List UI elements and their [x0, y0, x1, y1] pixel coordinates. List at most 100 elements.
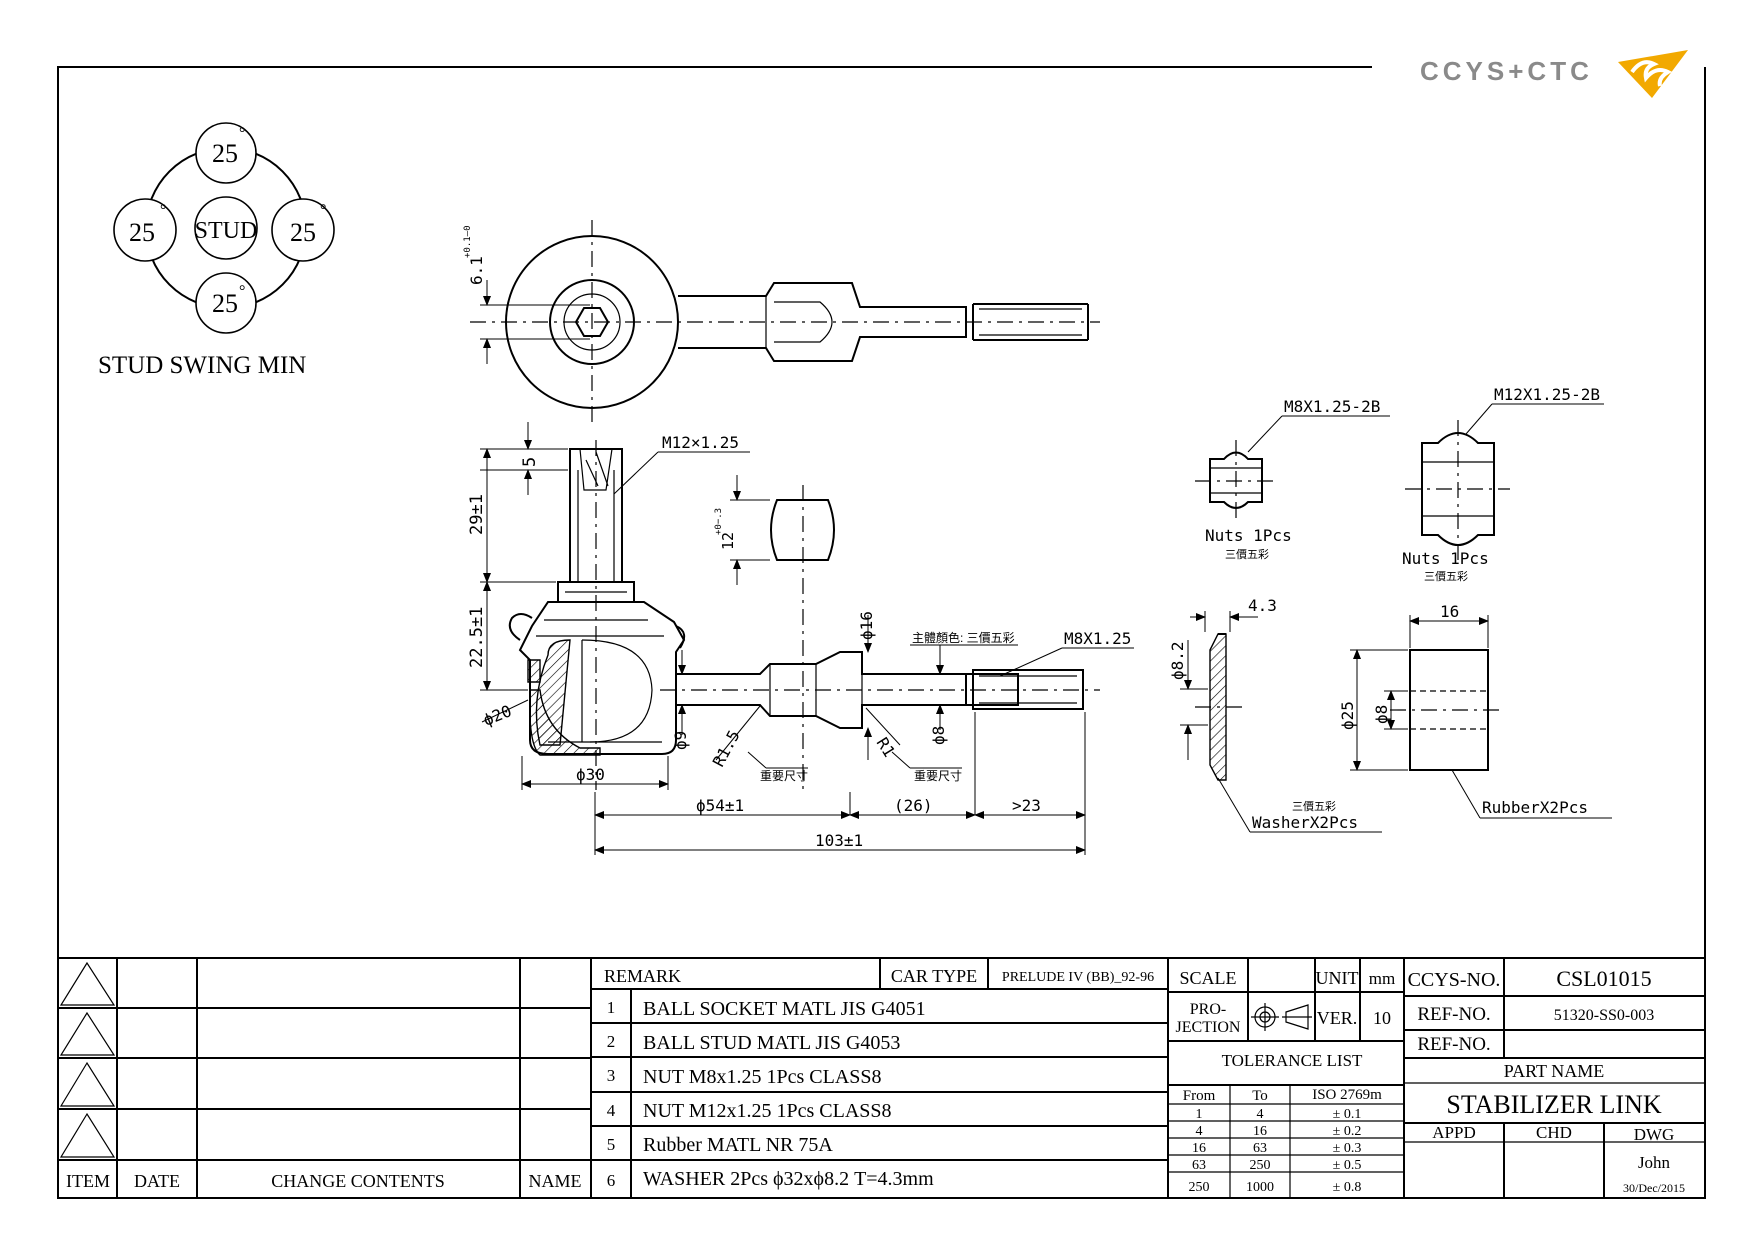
- remark-item-text: BALL STUD MATL JIS G4053: [643, 1032, 900, 1054]
- remark-item-text: NUT M12x1.25 1Pcs CLASS8: [643, 1100, 892, 1122]
- dim-phi16: ϕ16: [857, 611, 876, 640]
- remark-items: 1 BALL SOCKET MATL JIS G4051 2 BALL STUD…: [607, 998, 934, 1190]
- dim-phi9: ϕ9: [671, 731, 690, 750]
- remark-label: REMARK: [604, 966, 681, 986]
- dim-6-1: 6.1: [467, 256, 486, 285]
- ref-no-value-1: 51320-SS0-003: [1554, 1007, 1654, 1024]
- note-color: 主體顏色: 三價五彩: [912, 630, 1015, 645]
- stud-swing-diagram: 25 25 25 25 ° ° ° ° STUD STUD SWING MIN: [98, 122, 335, 379]
- dim-26: (26): [894, 796, 933, 815]
- tol-header-from: From: [1183, 1088, 1216, 1104]
- washer-label: WasherX2Pcs: [1252, 813, 1358, 832]
- nut-m8-part: M8X1.25-2B Nuts 1Pcs 三價五彩: [1195, 397, 1390, 561]
- projection-line-1: PRO-: [1190, 1001, 1226, 1018]
- note-important-2: 重要尺寸: [914, 769, 962, 783]
- remark-item-no: 1: [607, 998, 616, 1017]
- tol-to: 4: [1257, 1107, 1264, 1122]
- rubber-width: 16: [1440, 602, 1459, 621]
- tol-to: 250: [1250, 1158, 1271, 1173]
- tolerance-label: TOLERANCE LIST: [1222, 1051, 1363, 1070]
- dim-103: 103±1: [815, 831, 863, 850]
- washer-inner-dia: ϕ8.2: [1168, 641, 1187, 680]
- dim-23: >23: [1012, 796, 1041, 815]
- ccys-no-label: CCYS-NO.: [1408, 969, 1501, 991]
- ccys-no-value: CSL01015: [1556, 966, 1651, 991]
- swing-degree-right: °: [320, 202, 326, 219]
- revision-triangle-icons: [59, 961, 116, 1158]
- dim-22-5: 22.5±1: [467, 607, 487, 668]
- remark-item-text: Rubber MATL NR 75A: [643, 1134, 833, 1156]
- car-type-label: CAR TYPE: [891, 966, 977, 986]
- washer-sub: 三價五彩: [1292, 799, 1336, 813]
- tol-value: ± 0.8: [1333, 1180, 1362, 1195]
- dim-phi54: ϕ54±1: [696, 796, 744, 815]
- ver-label: VER.: [1317, 1008, 1358, 1028]
- swing-center-label: STUD: [195, 218, 258, 244]
- dim-phi30: ϕ30: [576, 765, 605, 784]
- appd-label: APPD: [1432, 1123, 1475, 1142]
- projection-line-2: JECTION: [1176, 1019, 1241, 1036]
- tol-value: ± 0.1: [1333, 1107, 1362, 1122]
- note-important-1: 重要尺寸: [760, 769, 808, 783]
- remark-item-text: WASHER 2Pcs ϕ32xϕ8.2 T=4.3mm: [643, 1168, 934, 1190]
- tol-header-to: To: [1252, 1088, 1268, 1104]
- tolerance-rows: 1 4 ± 0.1 4 16 ± 0.2 16 63 ± 0.3 63 250 …: [1189, 1107, 1362, 1195]
- swing-degree-bottom: °: [239, 283, 245, 300]
- nut-m8-sub: 三價五彩: [1225, 547, 1269, 561]
- scale-label: SCALE: [1179, 968, 1236, 988]
- tol-from: 16: [1192, 1141, 1206, 1156]
- ref-no-label-1: REF-NO.: [1417, 1004, 1490, 1025]
- rev-header-change: CHANGE CONTENTS: [271, 1171, 445, 1191]
- swing-degree-left: °: [160, 202, 166, 219]
- remark-item-text: NUT M8x1.25 1Pcs CLASS8: [643, 1066, 882, 1088]
- dim-r1: R1: [873, 734, 899, 760]
- dwg-label: DWG: [1634, 1125, 1675, 1144]
- nut-m12-thread: M12X1.25-2B: [1494, 385, 1600, 404]
- rubber-part: 16 ϕ25 ϕ8 RubberX2Pcs: [1338, 602, 1612, 819]
- ref-no-label-2: REF-NO.: [1417, 1034, 1490, 1055]
- tol-from: 63: [1192, 1158, 1206, 1173]
- dim-r1-5: R1.5: [709, 727, 744, 770]
- rev-header-name: NAME: [529, 1171, 582, 1191]
- remark-item-no: 6: [607, 1171, 616, 1190]
- chd-label: CHD: [1536, 1123, 1572, 1142]
- dim-6-1-tol: +0.1–0: [463, 225, 473, 258]
- remark-item-text: BALL SOCKET MATL JIS G4051: [643, 998, 926, 1020]
- rubber-label: RubberX2Pcs: [1482, 798, 1588, 817]
- remark-block: REMARK CAR TYPE PRELUDE IV (BB)_92-96 1 …: [591, 958, 1169, 1198]
- dim-phi20: ϕ20: [480, 701, 514, 729]
- car-type-value: PRELUDE IV (BB)_92-96: [1002, 970, 1154, 985]
- logo-wing-icon: [1618, 50, 1688, 98]
- drawer-name: John: [1638, 1153, 1671, 1172]
- brand-logo: CCYS+CTC: [1420, 50, 1688, 98]
- swing-angle-left: 25: [129, 218, 155, 247]
- tol-value: ± 0.2: [1333, 1124, 1362, 1139]
- nut-m8-label: Nuts 1Pcs: [1205, 526, 1292, 545]
- dim-phi8: ϕ8: [929, 726, 948, 745]
- unit-value: mm: [1369, 969, 1395, 988]
- side-view: 5 29±1 22.5±1 M12×1.25 12 +0−.3 ϕ16 主體顏色…: [467, 422, 1134, 855]
- dim-12: 12: [719, 532, 737, 550]
- rev-header-date: DATE: [134, 1171, 180, 1191]
- tol-from: 250: [1189, 1180, 1210, 1195]
- tol-to: 63: [1253, 1141, 1267, 1156]
- tol-value: ± 0.3: [1333, 1141, 1362, 1156]
- dim-5: 5: [520, 457, 540, 467]
- unit-label: UNIT: [1316, 968, 1359, 988]
- swing-angle-top: 25: [212, 139, 238, 168]
- top-view: 6.1 +0.1–0: [463, 220, 1100, 425]
- projection-symbol-icon: [1251, 1003, 1312, 1031]
- swing-caption: STUD SWING MIN: [98, 352, 306, 379]
- remark-item-no: 2: [607, 1032, 616, 1051]
- dim-m8: M8X1.25: [1064, 629, 1131, 648]
- remark-item-no: 3: [607, 1066, 616, 1085]
- remark-item-no: 5: [607, 1135, 616, 1154]
- ver-value: 10: [1373, 1008, 1391, 1028]
- drawing-date: 30/Dec/2015: [1623, 1181, 1685, 1195]
- washer-part: 4.3 ϕ8.2 三價五彩 WasherX2Pcs: [1168, 596, 1382, 833]
- washer-thickness: 4.3: [1248, 596, 1277, 615]
- remark-item-no: 4: [607, 1101, 616, 1120]
- part-name-value: STABILIZER LINK: [1446, 1090, 1661, 1119]
- tol-to: 1000: [1246, 1180, 1274, 1195]
